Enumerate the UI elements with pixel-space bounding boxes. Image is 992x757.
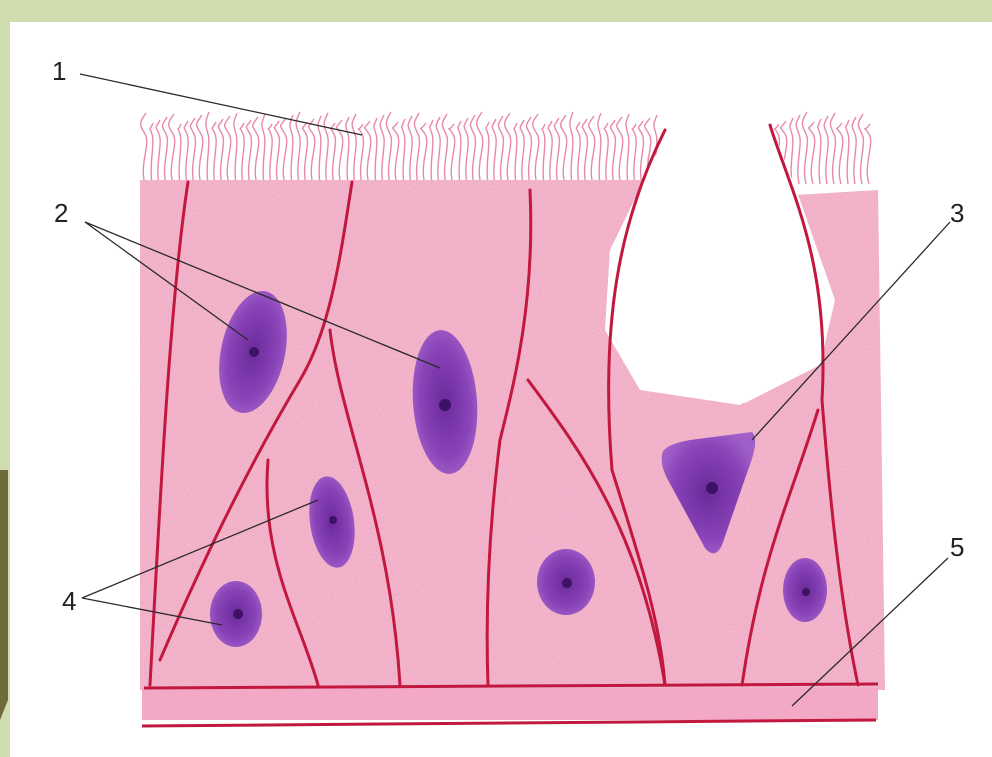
basement-line-bottom: [142, 720, 876, 726]
cilium-strand: [464, 118, 468, 184]
cilium-strand: [290, 115, 293, 184]
cilium-strand: [846, 120, 849, 184]
cilium-strand: [589, 116, 595, 184]
cilium-strand: [542, 124, 545, 184]
cilium-strand: [632, 124, 636, 184]
cilium-strand: [281, 118, 287, 184]
cilium-strand: [514, 123, 517, 184]
label-4: 4: [62, 586, 76, 616]
cilium-strand: [638, 121, 643, 184]
cilium-strand: [449, 124, 455, 184]
cilium-strand: [162, 117, 167, 184]
cilium-strand: [358, 124, 363, 184]
cilium-strand: [442, 114, 447, 184]
cilium-strand: [169, 114, 175, 184]
label-5: 5: [950, 532, 964, 562]
cilium-strand: [802, 112, 807, 184]
cilium-strand: [486, 122, 489, 184]
cilium-strand: [436, 117, 440, 184]
cilium-strand: [374, 118, 377, 184]
cilium-strand: [852, 117, 856, 184]
cilium-strand: [554, 118, 559, 184]
cilium-strand: [598, 113, 601, 184]
cilium-strand: [790, 118, 793, 184]
frame-left-stripe: [0, 470, 8, 720]
cilium-strand: [526, 117, 531, 184]
cilium-strand: [548, 121, 552, 184]
cilium-strand: [520, 120, 524, 184]
cilium-strand: [352, 114, 356, 184]
cilium-strand: [218, 119, 223, 184]
cilium-strand: [274, 121, 279, 184]
cilium-strand: [430, 120, 433, 184]
cilium-strand: [393, 122, 399, 184]
cilium-strand: [582, 119, 587, 184]
cilium-strand: [570, 112, 573, 184]
cilium-strand: [617, 117, 623, 184]
cilium-strand: [346, 117, 349, 184]
cilium-strand: [386, 112, 391, 184]
goblet-cell: [605, 122, 835, 403]
cilium-strand: [421, 123, 427, 184]
cilium-strand: [858, 114, 863, 184]
cilium-strand: [156, 120, 160, 184]
cilium-strand: [190, 118, 195, 184]
cilium-strand: [414, 113, 419, 184]
cilium-strand: [302, 122, 307, 184]
cilium-strand: [505, 113, 511, 184]
label-1: 1: [52, 56, 66, 86]
label-3: 3: [950, 198, 964, 228]
cilium-strand: [809, 122, 815, 184]
cilium-strand: [234, 113, 237, 184]
cilium-strand: [380, 115, 384, 184]
cilium-strand: [206, 112, 209, 184]
cilium-strand: [309, 119, 315, 184]
cilium-strand: [184, 121, 188, 184]
cilium-strand: [477, 112, 483, 184]
cilium-strand: [458, 121, 461, 184]
cilium-strand: [365, 121, 371, 184]
cilium-strand: [253, 117, 259, 184]
cilium-strand: [324, 113, 328, 184]
label-2: 2: [54, 198, 68, 228]
cilium-strand: [626, 114, 629, 184]
cilium-strand: [533, 114, 539, 184]
cilium-strand: [408, 116, 412, 184]
leader-1: [80, 74, 362, 135]
cilium-strand: [246, 120, 251, 184]
cilium-strand: [240, 123, 244, 184]
frame-top-band: [0, 0, 992, 22]
cilium-strand: [576, 122, 580, 184]
cilium-strand: [262, 114, 265, 184]
cilium-strand: [212, 122, 216, 184]
cilium-strand: [492, 119, 496, 184]
cilium-strand: [150, 123, 153, 184]
cilium-strand: [225, 116, 231, 184]
cilium-strand: [402, 119, 405, 184]
cilium-strand: [837, 123, 843, 184]
cilium-strand: [498, 116, 503, 184]
cilium-strand: [796, 115, 800, 184]
cilium-strand: [268, 124, 272, 184]
cilium-strand: [178, 124, 181, 184]
cilium-strand: [830, 113, 835, 184]
cilium-strand: [197, 115, 203, 184]
cilium-strand: [818, 119, 821, 184]
cilium-strand: [296, 112, 300, 184]
cilium-strand: [865, 124, 871, 184]
basement-membrane: [142, 688, 878, 720]
cilium-strand: [824, 116, 828, 184]
cilium-strand: [141, 113, 147, 184]
cilium-strand: [470, 115, 475, 184]
cilium-strand: [610, 120, 615, 184]
cilium-strand: [330, 123, 335, 184]
cilium-strand: [604, 123, 608, 184]
cilium-strand: [561, 115, 567, 184]
